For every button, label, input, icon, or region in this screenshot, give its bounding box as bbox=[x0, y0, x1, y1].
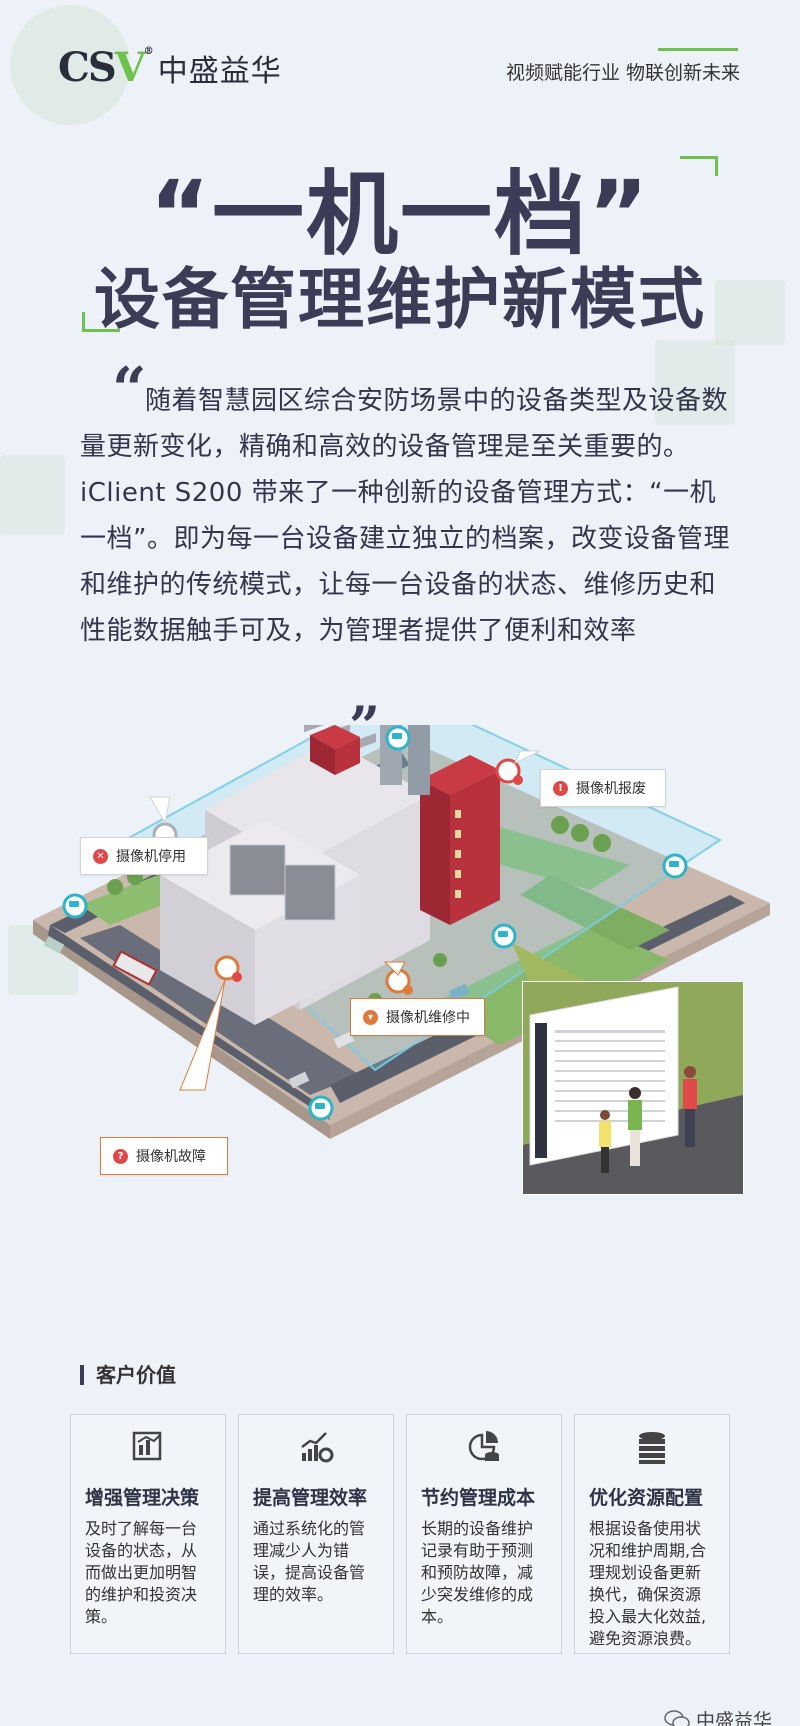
footer-brand: 中盛益华 bbox=[664, 1706, 772, 1726]
callout-label: 摄像机报废 bbox=[576, 781, 646, 797]
callout-camera-disabled: ✕ 摄像机停用 bbox=[80, 837, 208, 875]
error-x-icon: ✕ bbox=[93, 848, 108, 864]
brand-logo: CSV® 中盛益华 bbox=[58, 44, 282, 91]
value-card: 增强管理决策 及时了解每一台设备的状态，从而做出更加明智的维护和投资决策。 bbox=[70, 1414, 226, 1654]
callout-label: 摄像机故障 bbox=[136, 1149, 206, 1165]
logo-mark: CSV® bbox=[58, 44, 154, 91]
title-bracket-bottom-left bbox=[82, 312, 120, 332]
quote-close-mark: „ bbox=[350, 663, 382, 727]
card-desc: 根据设备使用状况和维护周期,合理规划设备更新换代，确保资源投入最大化效益,避免资… bbox=[589, 1519, 707, 1648]
intro-paragraph: 随着智慧园区综合安防场景中的设备类型及设备数量更新变化，精确和高效的设备管理是至… bbox=[80, 386, 730, 646]
isometric-park-drawing bbox=[33, 725, 770, 1195]
callout-camera-scrapped: ! 摄像机报废 bbox=[540, 769, 666, 807]
resource-stack-icon bbox=[639, 1432, 665, 1464]
title-bracket-top-right bbox=[680, 156, 718, 176]
card-title: 提高管理效率 bbox=[253, 1487, 368, 1509]
decision-chart-icon bbox=[132, 1431, 162, 1461]
card-title: 节约管理成本 bbox=[421, 1487, 536, 1509]
brand-name: 中盛益华 bbox=[157, 53, 282, 89]
card-desc: 通过系统化的管理减少人为错误，提高设备管理的效率。 bbox=[253, 1519, 366, 1604]
callout-label: 摄像机停用 bbox=[116, 849, 186, 865]
value-card: 提高管理效率 通过系统化的管理减少人为错误，提高设备管理的效率。 bbox=[238, 1414, 394, 1654]
warning-exclamation-icon: ! bbox=[553, 780, 568, 796]
card-desc: 长期的设备维护记录有助于预测和预防故障，减少突发维修的成本。 bbox=[421, 1519, 534, 1626]
park-illustration: ✕ 摄像机停用 ! 摄像机报废 ▾ 摄像机维修中 ? 摄像机故障 bbox=[30, 725, 775, 1235]
efficiency-gear-icon bbox=[301, 1432, 334, 1463]
section-title: 客户价值 bbox=[80, 1365, 176, 1385]
decor-square bbox=[715, 280, 785, 345]
question-icon: ? bbox=[113, 1148, 128, 1164]
cost-pie-icon bbox=[468, 1431, 499, 1461]
main-title: “一机一档” bbox=[149, 161, 651, 268]
slogan: 视频赋能行业 物联创新未来 bbox=[505, 62, 740, 84]
value-card: 节约管理成本 长期的设备维护记录有助于预测和预防故障，减少突发维修的成本。 bbox=[406, 1414, 562, 1654]
value-cards: 增强管理决策 及时了解每一台设备的状态，从而做出更加明智的维护和投资决策。 提高… bbox=[70, 1414, 730, 1654]
card-title: 增强管理决策 bbox=[85, 1487, 200, 1509]
quote-open-mark: “ bbox=[112, 355, 147, 425]
callout-camera-repairing: ▾ 摄像机维修中 bbox=[350, 998, 485, 1036]
repair-icon: ▾ bbox=[363, 1009, 378, 1025]
decor-square bbox=[0, 455, 65, 535]
value-card: 优化资源配置 根据设备使用状况和维护周期,合理规划设备更新换代，确保资源投入最大… bbox=[574, 1414, 730, 1654]
slogan-accent-line bbox=[658, 48, 738, 51]
decor-square bbox=[655, 340, 735, 425]
card-title: 优化资源配置 bbox=[589, 1487, 704, 1509]
callout-label: 摄像机维修中 bbox=[386, 1010, 470, 1026]
callout-camera-fault: ? 摄像机故障 bbox=[100, 1137, 228, 1175]
wechat-icon bbox=[664, 1709, 690, 1726]
sub-title: 设备管理维护新模式 bbox=[94, 261, 706, 338]
monitor-screen-inset bbox=[522, 981, 744, 1195]
footer-brand-name: 中盛益华 bbox=[695, 1710, 772, 1726]
decor-circle bbox=[10, 5, 130, 125]
card-desc: 及时了解每一台设备的状态，从而做出更加明智的维护和投资决策。 bbox=[85, 1519, 198, 1626]
